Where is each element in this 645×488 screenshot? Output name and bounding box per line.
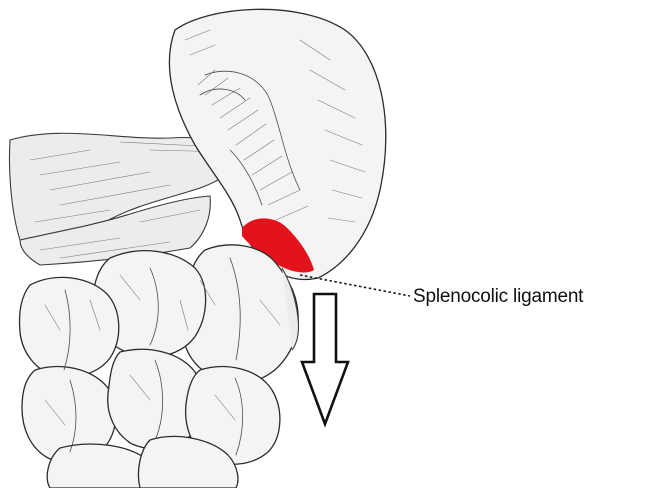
splenocolic-ligament-label: Splenocolic ligament: [413, 286, 583, 308]
downward-traction-arrow-icon: [302, 294, 348, 424]
colon: [19, 245, 298, 488]
